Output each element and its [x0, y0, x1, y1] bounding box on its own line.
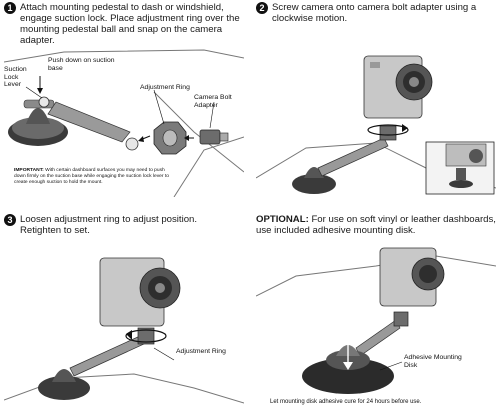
optional-illustration: [256, 247, 496, 394]
suction-mount-icon: [8, 96, 139, 151]
step-2-number: 2: [256, 2, 268, 14]
important-note-body: With certain dashboard surfaces you may …: [14, 168, 169, 185]
optional-panel: OPTIONAL: For use on soft vinyl or leath…: [256, 214, 496, 409]
adjustment-ring-icon: [153, 121, 187, 155]
optional-lead: OPTIONAL:: [256, 214, 309, 225]
camera-bolt-adapter-icon: [199, 129, 229, 145]
important-note: IMPORTANT: With certain dashboard surfac…: [14, 168, 174, 186]
step-1-panel: 1 Attach mounting pedestal to dash or win…: [4, 2, 244, 197]
rotation-arrow-icon: [367, 124, 409, 136]
step-2-panel: 2 Screw camera onto camera bolt adapter u…: [256, 2, 496, 197]
step-1-text: Attach mounting pedestal to dash or wind…: [20, 2, 240, 46]
step-1-number: 1: [4, 2, 16, 14]
camera-icon: [379, 247, 445, 307]
adjustment-ring-label: Adjustment Ring: [140, 84, 190, 91]
step-3-illustration: [4, 257, 244, 404]
step-3-adjustment-ring-label: Adjustment Ring: [176, 348, 226, 355]
step-3-header: 3 Loosen adjustment ring to adjust positi…: [4, 214, 244, 236]
camera-bolt-label: Camera Bolt Adapter: [194, 94, 232, 109]
down-arrow-icon: [343, 336, 353, 370]
step-1-illustration: [4, 49, 244, 197]
adhesive-disk-label: Adhesive Mounting Disk: [404, 354, 462, 369]
optional-footer: Let mounting disk adhesive cure for 24 h…: [270, 399, 422, 405]
step-2-text: Screw camera onto camera bolt adapter us…: [272, 2, 477, 24]
optional-text: For use on soft vinyl or leather dashboa…: [256, 214, 496, 236]
step-2-header: 2 Screw camera onto camera bolt adapter u…: [256, 2, 496, 24]
inset-detail: [425, 141, 495, 195]
step-3-text: Loosen adjustment ring to adjust positio…: [20, 214, 198, 236]
rotation-arrow-icon: [125, 329, 167, 343]
push-down-label: Push down on suction base: [48, 57, 115, 72]
optional-header: OPTIONAL: For use on soft vinyl or leath…: [256, 214, 496, 236]
step-3-panel: 3 Loosen adjustment ring to adjust positi…: [4, 214, 244, 409]
suction-lock-label: Suction Lock Lever: [4, 66, 27, 89]
step-1-header: 1 Attach mounting pedestal to dash or win…: [4, 2, 244, 46]
important-note-lead: IMPORTANT:: [14, 168, 44, 173]
camera-icon: [363, 55, 433, 119]
camera-icon: [99, 257, 181, 327]
step-2-illustration: [256, 55, 496, 195]
step-3-number: 3: [4, 214, 16, 226]
